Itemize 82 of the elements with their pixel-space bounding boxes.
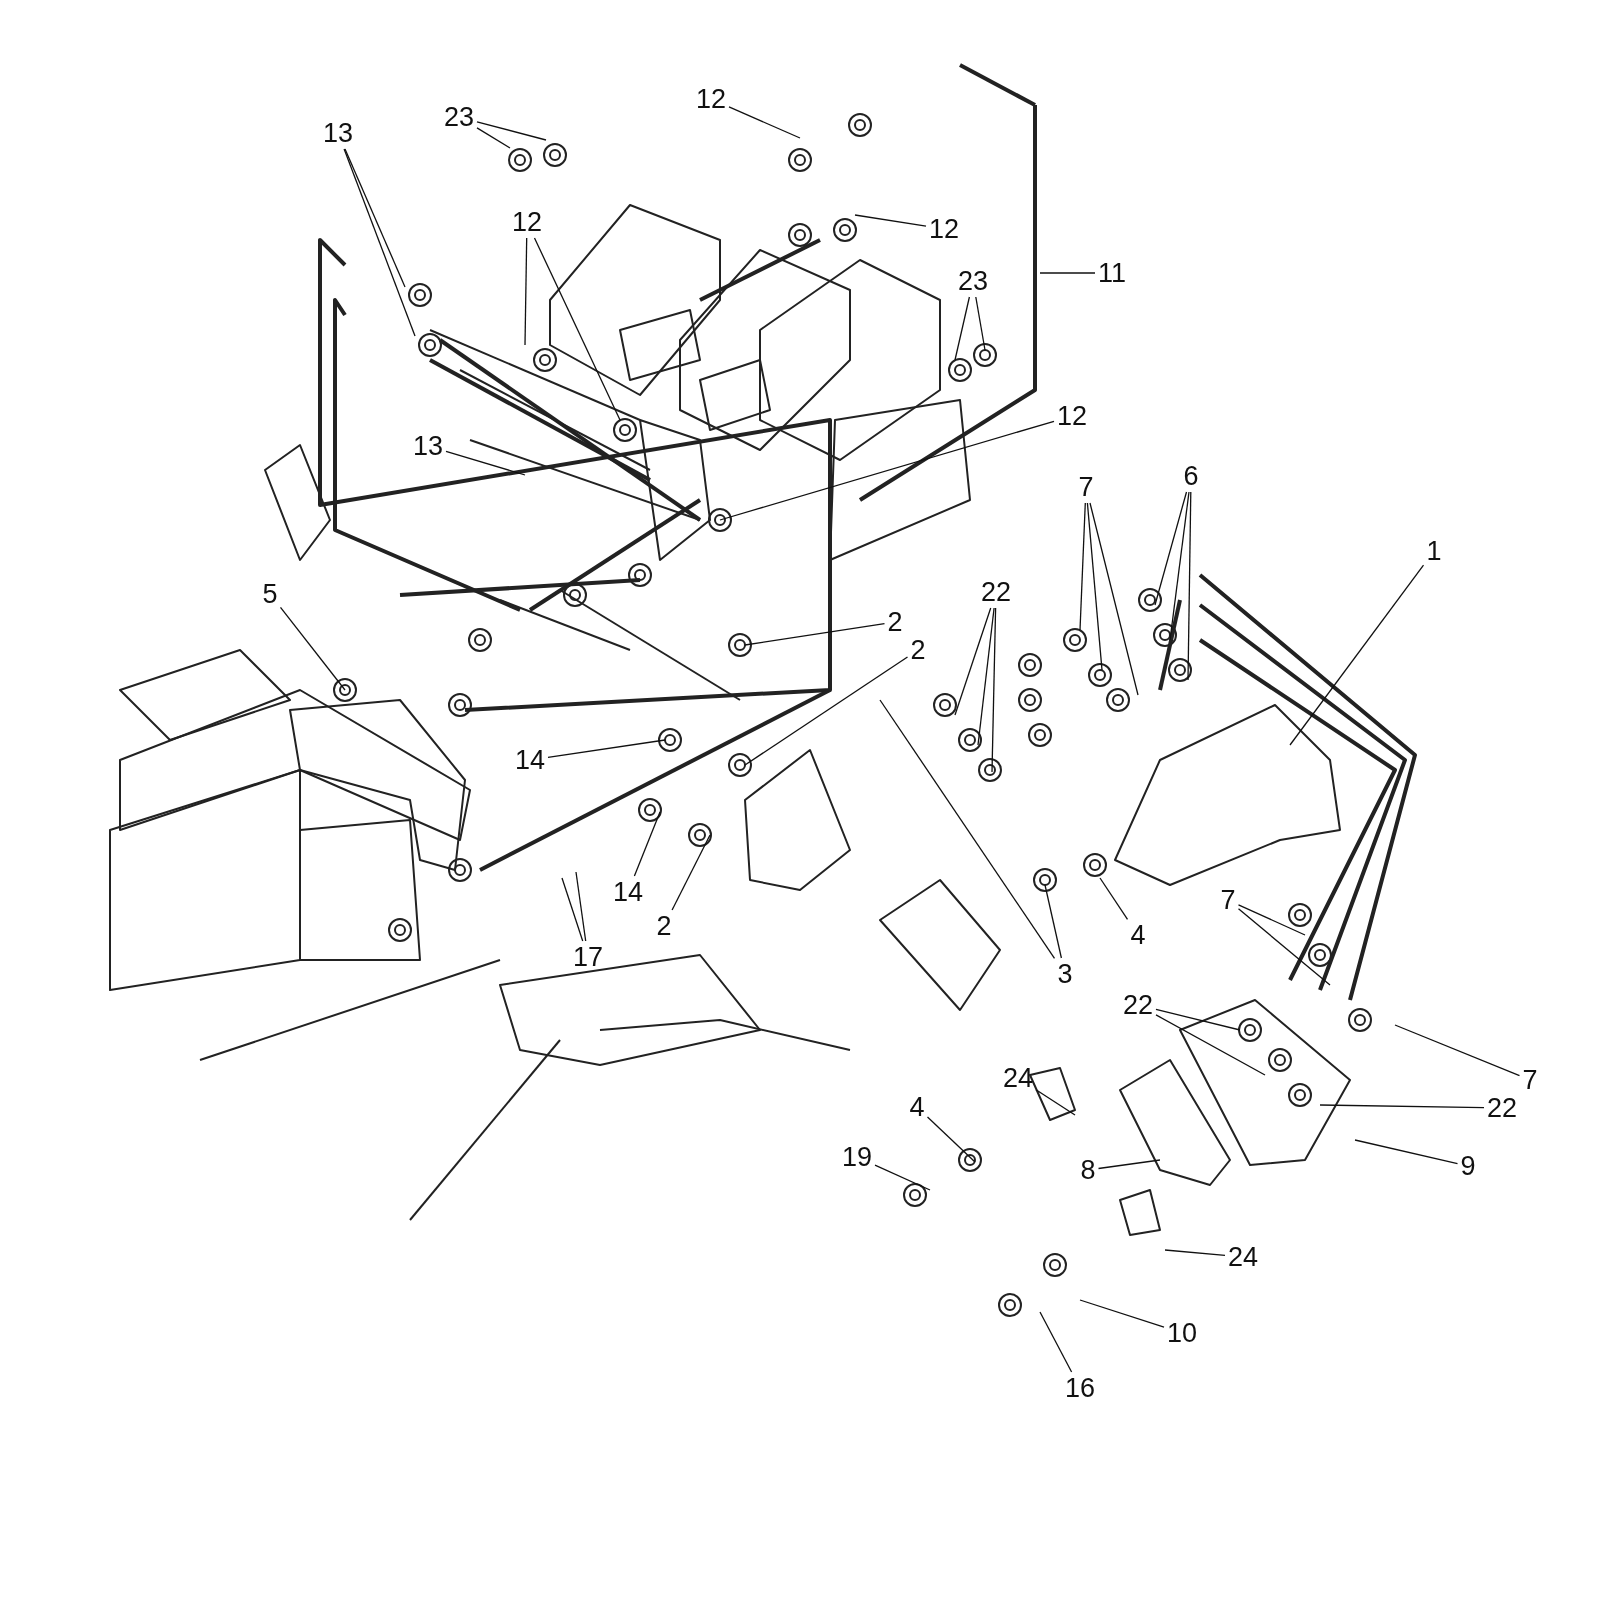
- callout-number: 4: [1130, 921, 1146, 949]
- leader-line: [728, 106, 801, 139]
- leader-line: [1237, 904, 1306, 936]
- leader-line: [1354, 1139, 1459, 1165]
- callout-number: 13: [413, 432, 444, 460]
- leader-line: [744, 656, 909, 766]
- leader-line: [954, 607, 992, 716]
- leader-line: [343, 148, 416, 337]
- leader-line: [1086, 502, 1103, 671]
- callout-number: 17: [573, 943, 604, 971]
- leader-line: [1044, 884, 1063, 959]
- callout-number: 7: [1522, 1066, 1538, 1094]
- leader-line: [1097, 1159, 1161, 1170]
- callout-number: 22: [981, 578, 1012, 606]
- leader-line: [1154, 491, 1188, 606]
- leader-line: [1089, 502, 1139, 696]
- leader-line: [1289, 564, 1425, 746]
- leader-line: [671, 834, 711, 911]
- leader-line: [1099, 877, 1129, 920]
- leader-line: [1237, 908, 1331, 986]
- leader-line: [879, 699, 1056, 960]
- callout-number: 14: [613, 878, 644, 906]
- leader-line: [744, 622, 886, 646]
- leader-line: [1394, 1024, 1521, 1077]
- leader-line: [874, 1164, 931, 1191]
- callout-number: 12: [929, 215, 960, 243]
- leader-line: [279, 606, 346, 691]
- leader-line: [1079, 502, 1086, 631]
- leader-line: [1155, 1014, 1266, 1076]
- leader-line: [1155, 1008, 1241, 1031]
- callout-number: 14: [515, 746, 546, 774]
- callout-number: 8: [1080, 1156, 1096, 1184]
- leader-line: [1187, 491, 1192, 681]
- leader-line: [854, 214, 927, 227]
- callout-number: 9: [1460, 1152, 1476, 1180]
- leader-line: [719, 420, 1055, 521]
- leader-line: [476, 121, 547, 141]
- leader-line: [1039, 272, 1096, 274]
- leader-line: [1039, 1311, 1073, 1373]
- callout-number: 10: [1167, 1319, 1198, 1347]
- leader-line: [633, 811, 661, 877]
- callout-number: 7: [1078, 473, 1094, 501]
- callout-number: 22: [1487, 1094, 1518, 1122]
- leader-line: [975, 296, 986, 351]
- callout-number: 4: [909, 1093, 925, 1121]
- callout-number: 23: [958, 267, 989, 295]
- leader-line: [476, 127, 511, 149]
- callout-number: 5: [262, 580, 278, 608]
- callout-number: 7: [1220, 886, 1236, 914]
- callout-number: 2: [656, 912, 672, 940]
- leader-line: [561, 877, 584, 942]
- callout-number: 24: [1003, 1064, 1034, 1092]
- leader-line: [547, 739, 666, 758]
- callout-number: 12: [696, 85, 727, 113]
- leader-line: [991, 607, 997, 773]
- callout-number: 11: [1098, 259, 1127, 287]
- callout-number: 12: [512, 208, 543, 236]
- leader-line: [954, 296, 971, 361]
- leader-line: [344, 148, 406, 288]
- callout-number: 13: [323, 119, 354, 147]
- callout-number: 22: [1123, 991, 1154, 1019]
- callout-number: 16: [1065, 1374, 1096, 1402]
- leader-line: [926, 1116, 976, 1163]
- leader-line: [524, 237, 528, 346]
- callout-number: 2: [910, 636, 926, 664]
- callout-number: 1: [1426, 537, 1442, 565]
- callout-number: 2: [887, 608, 903, 636]
- callout-number: 24: [1228, 1243, 1259, 1271]
- leader-line: [1169, 491, 1190, 641]
- leader-line: [445, 450, 526, 476]
- leader-line: [533, 237, 621, 421]
- callout-number: 23: [444, 103, 475, 131]
- leader-line: [1079, 1299, 1165, 1328]
- callout-number: 6: [1183, 462, 1199, 490]
- leader-line: [1164, 1249, 1226, 1257]
- leader-line: [977, 607, 995, 746]
- leader-line: [1035, 1089, 1076, 1116]
- callout-number: 3: [1057, 960, 1073, 988]
- leader-line: [575, 871, 587, 942]
- callout-number: 19: [842, 1143, 873, 1171]
- leader-line: [1319, 1104, 1485, 1109]
- callout-number: 12: [1057, 402, 1088, 430]
